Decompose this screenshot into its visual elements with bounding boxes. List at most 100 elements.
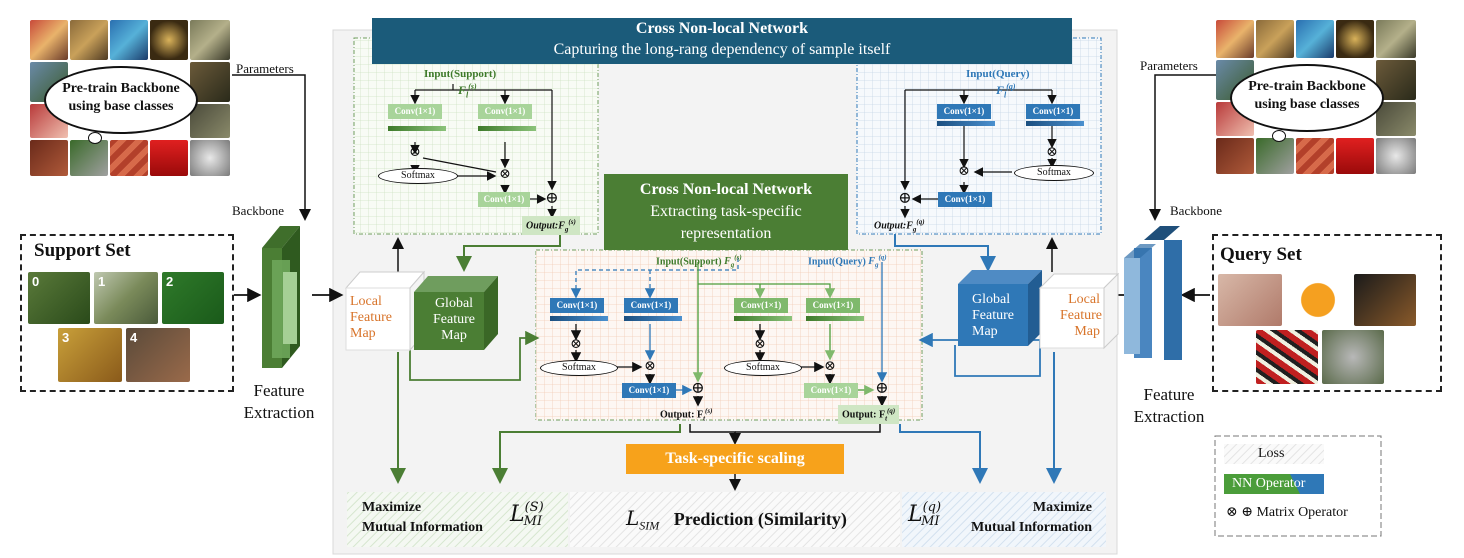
loss-line-1: Maximize <box>362 500 422 515</box>
output-sub: t <box>703 414 706 423</box>
matrix-multiply-icon: ⊗ <box>824 359 836 374</box>
support-conv-b: Conv(1×1) <box>478 104 532 119</box>
query-image <box>1286 274 1350 326</box>
support-conv-b-bar <box>478 126 536 131</box>
support-number-3: 3 <box>62 330 70 345</box>
query-conv-b-bar <box>1026 121 1084 126</box>
matrix-multiply-icon: ⊗ <box>958 164 970 179</box>
output-sup: (s) <box>705 407 713 415</box>
loss-sub: SIM <box>639 518 660 533</box>
conv-label: Conv(1×1) <box>943 106 985 116</box>
base-image <box>1296 20 1334 58</box>
cloud-bubble <box>88 132 102 144</box>
query-feature-label: Fl(q) <box>996 82 1016 99</box>
cube-line-1: Local <box>1068 292 1100 307</box>
base-image <box>1216 138 1254 174</box>
output-sub: g <box>564 225 569 234</box>
global-feature-map-left: Global Feature Map <box>430 296 478 344</box>
conv-label: Conv(1×1) <box>484 106 526 116</box>
feature-sub: l <box>1004 90 1007 100</box>
conv-label: Conv(1×1) <box>1032 106 1074 116</box>
input-sup: (q) <box>878 254 887 262</box>
support-input-label: Input(Support) <box>424 68 497 80</box>
cloud-line-1: Pre-train Backbone <box>62 81 180 96</box>
output-sub: t <box>885 414 888 423</box>
loss-sup: (q) <box>922 500 942 515</box>
support-set-panel: Support Set 0 1 2 3 4 <box>20 234 234 392</box>
query-conv-b: Conv(1×1) <box>1026 104 1080 119</box>
loss-l: L <box>626 506 640 530</box>
feature-line-2: Extraction <box>243 403 315 422</box>
query-conv-a: Conv(1×1) <box>937 104 991 119</box>
support-softmax: Softmax <box>378 168 458 184</box>
matrix-multiply-icon: ⊗ <box>409 145 421 160</box>
feature-symbol: F <box>458 83 467 97</box>
query-image <box>1354 274 1416 326</box>
cube-line-3: Map <box>972 324 998 339</box>
matrix-add-icon: ⊕ <box>691 380 705 397</box>
loss-line-2: Mutual Information <box>362 520 483 535</box>
task-input-support: Input(Support) Fg(s) <box>656 254 742 269</box>
conv-label: Conv(1×1) <box>394 106 436 116</box>
backbone-label-right: Backbone <box>1170 203 1222 218</box>
task-scaling-box: Task-specific scaling <box>626 444 844 474</box>
output-sup: (q) <box>916 218 925 226</box>
query-set-panel: Query Set <box>1212 234 1442 392</box>
matrix-multiply-icon: ⊗ <box>499 167 511 182</box>
conv-label: Conv(1×1) <box>630 300 672 310</box>
support-feature-label: Fl(s) <box>458 82 477 99</box>
task-conv-bar <box>550 316 608 321</box>
top-header-title: Cross Non-local Network <box>635 20 809 37</box>
task-conv-s-b: Conv(1×1) <box>624 298 678 313</box>
cube-line-2: Feature <box>972 308 1014 323</box>
loss-right-symbol: L(q)MI <box>908 500 960 529</box>
legend-loss: Loss <box>1258 446 1285 461</box>
task-conv-bar <box>734 316 792 321</box>
task-conv-s-c: Conv(1×1) <box>622 383 676 398</box>
cloud-line-2: using base classes <box>1254 97 1360 112</box>
conv-label: Conv(1×1) <box>812 300 854 310</box>
base-image <box>1376 20 1416 58</box>
output-text: Output: F <box>660 409 704 421</box>
input-text: Input(Query) <box>808 256 866 268</box>
feature-sup: (s) <box>468 82 477 91</box>
matrix-multiply-icon: ⊗ <box>644 359 656 374</box>
input-sub: g <box>874 261 879 270</box>
task-conv-s-a: Conv(1×1) <box>550 298 604 313</box>
loss-line-1: Maximize <box>1032 500 1092 515</box>
loss-left-symbol: L(S)MI <box>510 500 562 529</box>
conv-label: Conv(1×1) <box>556 300 598 310</box>
base-image <box>190 20 230 60</box>
support-conv-a-bar <box>388 126 446 131</box>
legend-nn: NN Operator <box>1232 476 1306 491</box>
global-feature-map-right: Global Feature Map <box>972 292 1014 340</box>
pretrain-cloud-right: Pre-train Backbone using base classes <box>1230 64 1384 132</box>
cube-line-1: Global <box>434 296 474 311</box>
input-text: Input(Support) <box>656 256 722 268</box>
support-image-4: 4 <box>126 328 190 382</box>
loss-center-text: Prediction (Similarity) <box>673 509 847 529</box>
input-f: F <box>868 256 875 268</box>
output-text: Output:F <box>526 220 565 232</box>
feature-line-1: Feature <box>1143 385 1195 404</box>
input-sub: g <box>730 261 735 270</box>
cube-line-3: Map <box>350 326 376 341</box>
feature-line-1: Feature <box>253 381 305 400</box>
feature-extraction-left: Feature Extraction <box>238 380 320 424</box>
pretrain-cloud-left: Pre-train Backbone using base classes <box>44 66 198 134</box>
cube-line-1: Local <box>350 294 382 309</box>
legend-matrix: ⊗ ⊕ Matrix Operator <box>1226 505 1348 520</box>
task-conv-q-a: Conv(1×1) <box>734 298 788 313</box>
loss-sup: (S) <box>524 500 544 515</box>
feature-sup: (q) <box>1006 82 1016 91</box>
base-image <box>150 140 188 176</box>
support-image-3: 3 <box>58 328 122 382</box>
feature-symbol: F <box>996 83 1005 97</box>
query-image <box>1218 274 1282 326</box>
mid-header-banner: Cross Non-local Network Extracting task-… <box>604 174 848 250</box>
output-sup: (s) <box>568 218 576 226</box>
query-image <box>1256 330 1318 384</box>
top-header-subtitle: Capturing the long-rang dependency of sa… <box>553 41 891 58</box>
support-image-2: 2 <box>162 272 224 324</box>
loss-left-text: Maximize Mutual Information <box>362 498 483 538</box>
